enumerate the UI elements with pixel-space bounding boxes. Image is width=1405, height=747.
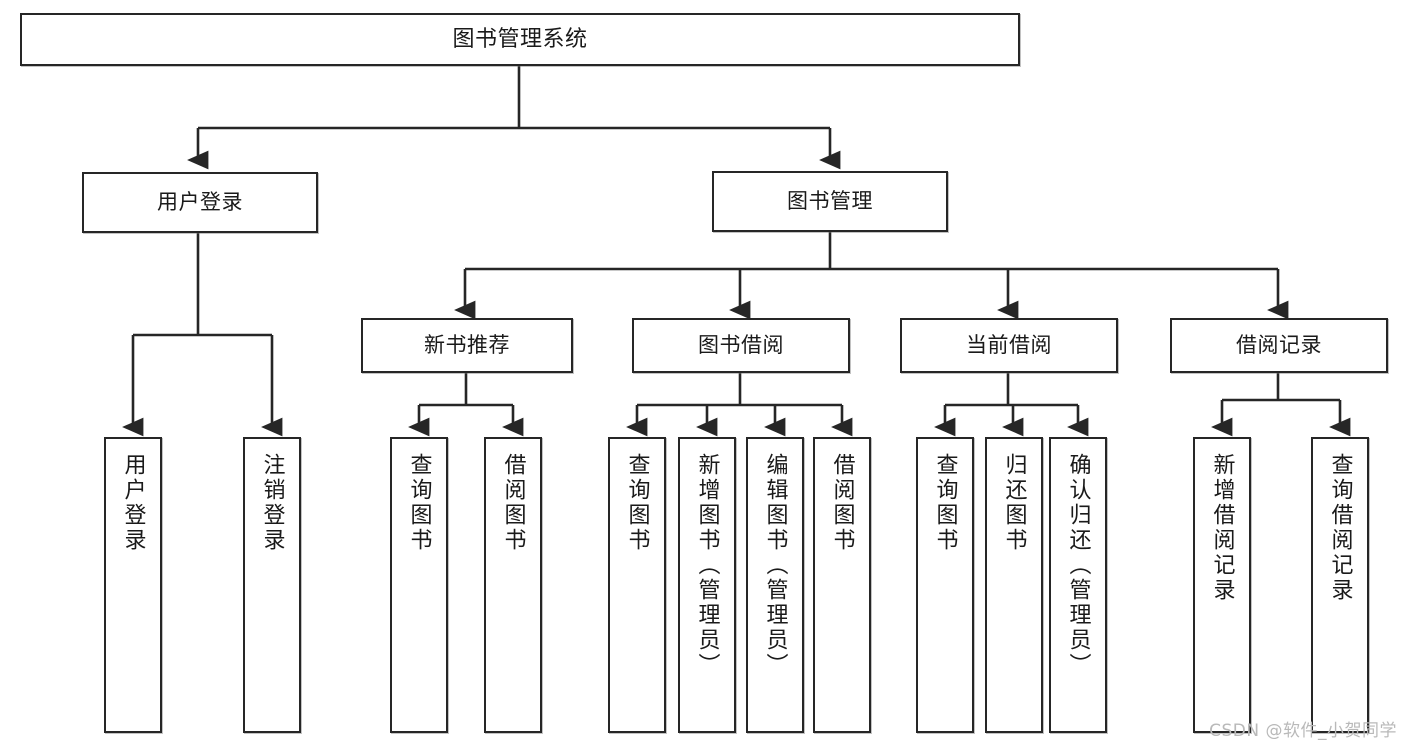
node-label: 借阅图书 bbox=[500, 453, 526, 553]
node-current-borrow[interactable]: 当前借阅 bbox=[900, 318, 1118, 373]
node-label: 归还图书 bbox=[1001, 453, 1027, 553]
node-label: 图书管理系统 bbox=[452, 26, 588, 52]
node-label: 确认归还（管理员） bbox=[1065, 453, 1091, 678]
node-book-borrow[interactable]: 图书借阅 bbox=[632, 318, 850, 373]
node-label: 查询图书 bbox=[932, 453, 958, 553]
node-label: 借阅记录 bbox=[1236, 333, 1322, 358]
node-label: 借阅图书 bbox=[829, 453, 855, 553]
node-label: 新增图书（管理员） bbox=[694, 453, 720, 678]
leaf-book-borrow-query[interactable]: 查询图书 bbox=[608, 437, 666, 733]
node-label: 用户登录 bbox=[157, 190, 243, 215]
leaf-book-borrow-lend[interactable]: 借阅图书 bbox=[813, 437, 871, 733]
leaf-book-borrow-add[interactable]: 新增图书（管理员） bbox=[678, 437, 736, 733]
node-label: 新书推荐 bbox=[424, 333, 510, 358]
leaf-user-login-signin[interactable]: 用户登录 bbox=[104, 437, 162, 733]
node-new-book-recommend[interactable]: 新书推荐 bbox=[361, 318, 573, 373]
node-label: 查询图书 bbox=[624, 453, 650, 553]
node-label: 新增借阅记录 bbox=[1209, 453, 1235, 603]
node-user-login[interactable]: 用户登录 bbox=[82, 172, 318, 233]
node-label: 注销登录 bbox=[259, 453, 285, 553]
leaf-new-book-query[interactable]: 查询图书 bbox=[390, 437, 448, 733]
leaf-user-login-signout[interactable]: 注销登录 bbox=[243, 437, 301, 733]
leaf-current-borrow-query[interactable]: 查询图书 bbox=[916, 437, 974, 733]
node-label: 查询借阅记录 bbox=[1327, 453, 1353, 603]
leaf-current-borrow-confirm-return[interactable]: 确认归还（管理员） bbox=[1049, 437, 1107, 733]
leaf-current-borrow-return[interactable]: 归还图书 bbox=[985, 437, 1043, 733]
node-book-management[interactable]: 图书管理 bbox=[712, 171, 948, 232]
node-label: 图书借阅 bbox=[698, 333, 784, 358]
node-label: 编辑图书（管理员） bbox=[762, 453, 788, 678]
node-borrow-record[interactable]: 借阅记录 bbox=[1170, 318, 1388, 373]
node-label: 用户登录 bbox=[120, 453, 146, 553]
node-root-system[interactable]: 图书管理系统 bbox=[20, 13, 1020, 66]
leaf-borrow-record-query[interactable]: 查询借阅记录 bbox=[1311, 437, 1369, 733]
node-label: 当前借阅 bbox=[966, 333, 1052, 358]
leaf-borrow-record-add[interactable]: 新增借阅记录 bbox=[1193, 437, 1251, 733]
leaf-book-borrow-edit[interactable]: 编辑图书（管理员） bbox=[746, 437, 804, 733]
csdn-watermark: CSDN @软件_小贺同学 bbox=[1209, 721, 1397, 741]
node-label: 查询图书 bbox=[406, 453, 432, 553]
node-label: 图书管理 bbox=[787, 189, 873, 214]
leaf-new-book-borrow[interactable]: 借阅图书 bbox=[484, 437, 542, 733]
